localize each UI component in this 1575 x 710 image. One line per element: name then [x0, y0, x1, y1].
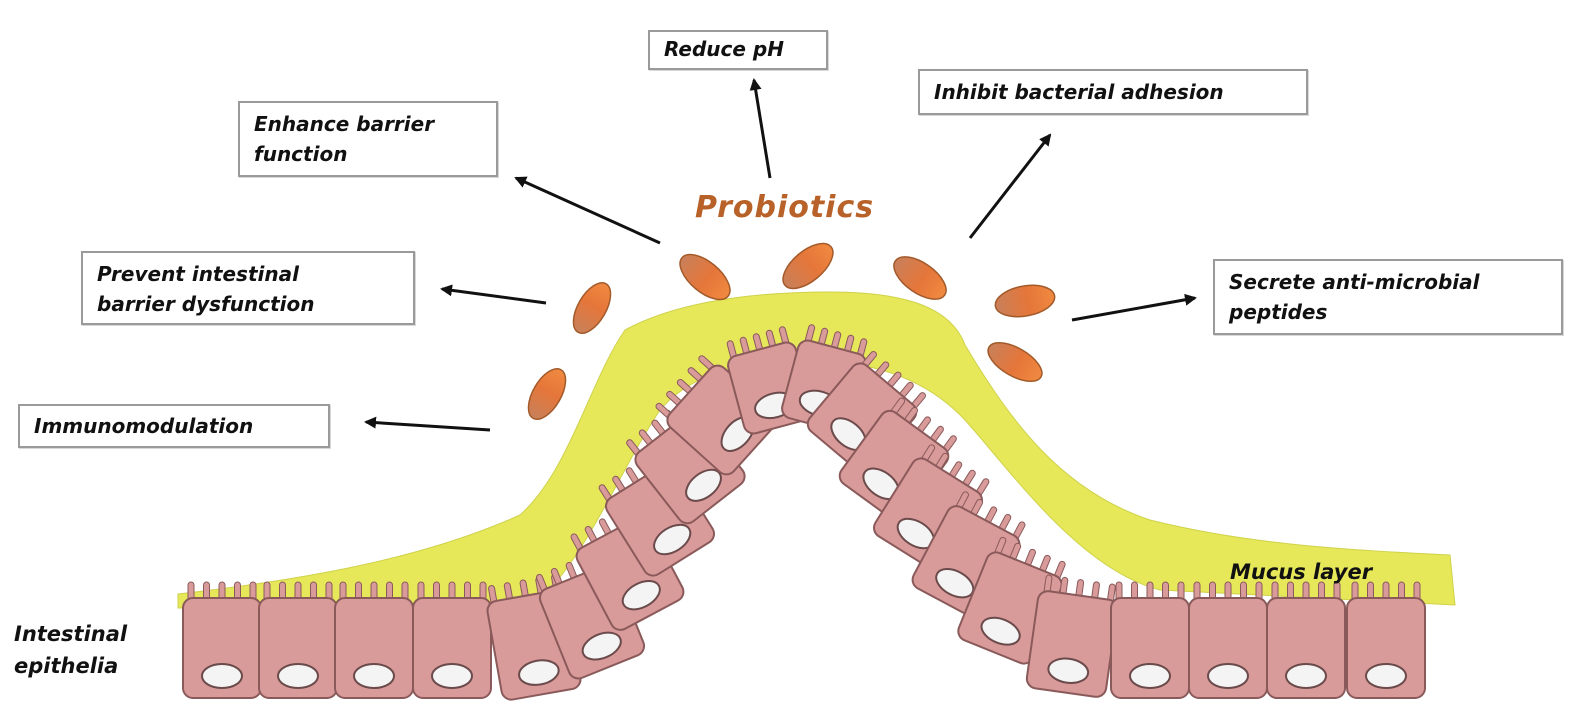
cell-nucleus: [1366, 664, 1406, 688]
prevent-dysfunction-box: Prevent intestinal barrier dysfunction: [81, 251, 415, 325]
cell-nucleus: [432, 664, 472, 688]
enhance-barrier-line2: function: [254, 139, 482, 169]
reduce-ph-box: Reduce pH: [648, 30, 828, 70]
epithelial-cell: [335, 582, 413, 698]
immunomodulation-text: Immunomodulation: [34, 414, 253, 438]
arrow-secrete-peptides: [1072, 298, 1195, 320]
epithelial-cell: [1111, 582, 1189, 698]
immunomodulation-box: Immunomodulation: [18, 404, 330, 448]
inhibit-adhesion-text: Inhibit bacterial adhesion: [934, 80, 1224, 104]
secrete-peptides-box: Secrete anti-microbial peptides: [1213, 259, 1563, 335]
cell-nucleus: [202, 664, 242, 688]
inhibit-adhesion-box: Inhibit bacterial adhesion: [918, 69, 1308, 115]
prevent-dysfunction-line2: barrier dysfunction: [97, 289, 399, 319]
epithelial-cells: [183, 323, 1425, 701]
secrete-peptides-line1: Secrete anti-microbial: [1229, 267, 1547, 297]
intestinal-epithelia-label: Intestinal epithelia: [14, 618, 127, 682]
probiotic-bacterium: [993, 281, 1057, 321]
arrow-inhibit-adhesion: [970, 135, 1050, 238]
enhance-barrier-box: Enhance barrier function: [238, 101, 498, 177]
probiotic-bacterium: [775, 235, 840, 297]
cell-nucleus: [278, 664, 318, 688]
enhance-barrier-line1: Enhance barrier: [254, 109, 482, 139]
secrete-peptides-line2: peptides: [1229, 297, 1547, 327]
epithelia-label-line1: Intestinal: [14, 618, 127, 650]
probiotic-bacterium: [566, 277, 618, 339]
probiotic-bacterium: [521, 363, 573, 425]
probiotics-title: Probiotics: [695, 190, 874, 225]
cell-nucleus: [1130, 664, 1170, 688]
arrow-enhance-barrier: [516, 178, 660, 243]
arrow-reduce-ph: [754, 80, 770, 178]
mucus-layer-label: Mucus layer: [1230, 560, 1372, 584]
epithelial-cell: [413, 582, 491, 698]
epithelial-cell: [1189, 582, 1267, 698]
epithelial-cell: [259, 582, 337, 698]
epithelial-cell: [1267, 582, 1345, 698]
cell-nucleus: [1286, 664, 1326, 688]
prevent-dysfunction-line1: Prevent intestinal: [97, 259, 399, 289]
arrow-immunomodulation: [366, 422, 490, 430]
reduce-ph-text: Reduce pH: [664, 37, 784, 61]
epithelia-label-line2: epithelia: [14, 650, 127, 682]
arrow-prevent-dysfunction: [442, 289, 546, 303]
cell-nucleus: [1208, 664, 1248, 688]
probiotic-bacterium: [982, 335, 1048, 389]
epithelial-cell: [1347, 582, 1425, 698]
cell-nucleus: [354, 664, 394, 688]
epithelial-cell: [183, 582, 261, 698]
